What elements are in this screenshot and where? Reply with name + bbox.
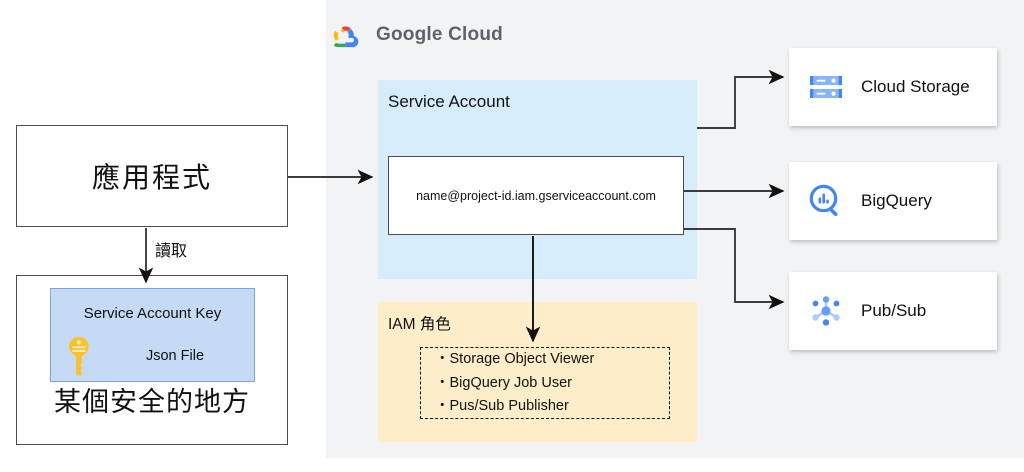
service-account-email-box: name@project-id.iam.gserviceaccount.com: [388, 156, 684, 235]
bigquery-icon: [809, 184, 838, 217]
google-cloud-title: Google Cloud: [376, 24, 503, 45]
service-account-key-box: [50, 288, 255, 382]
service-account-email: name@project-id.iam.gserviceaccount.com: [416, 188, 656, 203]
iam-roles-box: ・Storage Object Viewer ・BigQuery Job Use…: [420, 347, 670, 419]
google-cloud-logo-icon: [333, 26, 359, 48]
key-file-label: Json File: [145, 348, 205, 364]
iam-title: IAM 角色: [388, 316, 451, 333]
application-label: 應用程式: [91, 162, 212, 193]
iam-role-item: ・Pus/Sub Publisher: [435, 398, 569, 415]
read-edge-label: 讀取: [155, 243, 188, 260]
iam-role-item: ・Storage Object Viewer: [435, 351, 595, 368]
iam-role-item: ・BigQuery Job User: [435, 374, 572, 391]
service-card-pubsub[interactable]: Pub/Sub: [789, 272, 997, 350]
service-label: BigQuery: [861, 191, 932, 210]
service-account-key-title: Service Account Key: [83, 305, 222, 322]
cloud-storage-icon: [810, 76, 842, 98]
service-label: Cloud Storage: [861, 77, 970, 96]
google-cloud-header: Google Cloud: [330, 18, 570, 52]
service-card-bigquery[interactable]: BigQuery: [789, 162, 997, 240]
safe-place-label: 某個安全的地方: [54, 387, 250, 417]
service-label: Pub/Sub: [861, 301, 927, 320]
application-box: 應用程式: [16, 125, 288, 227]
key-icon: [69, 337, 89, 377]
service-account-title: Service Account: [388, 92, 510, 111]
pubsub-icon: [812, 296, 840, 326]
service-card-cloud-storage[interactable]: Cloud Storage: [789, 48, 997, 126]
